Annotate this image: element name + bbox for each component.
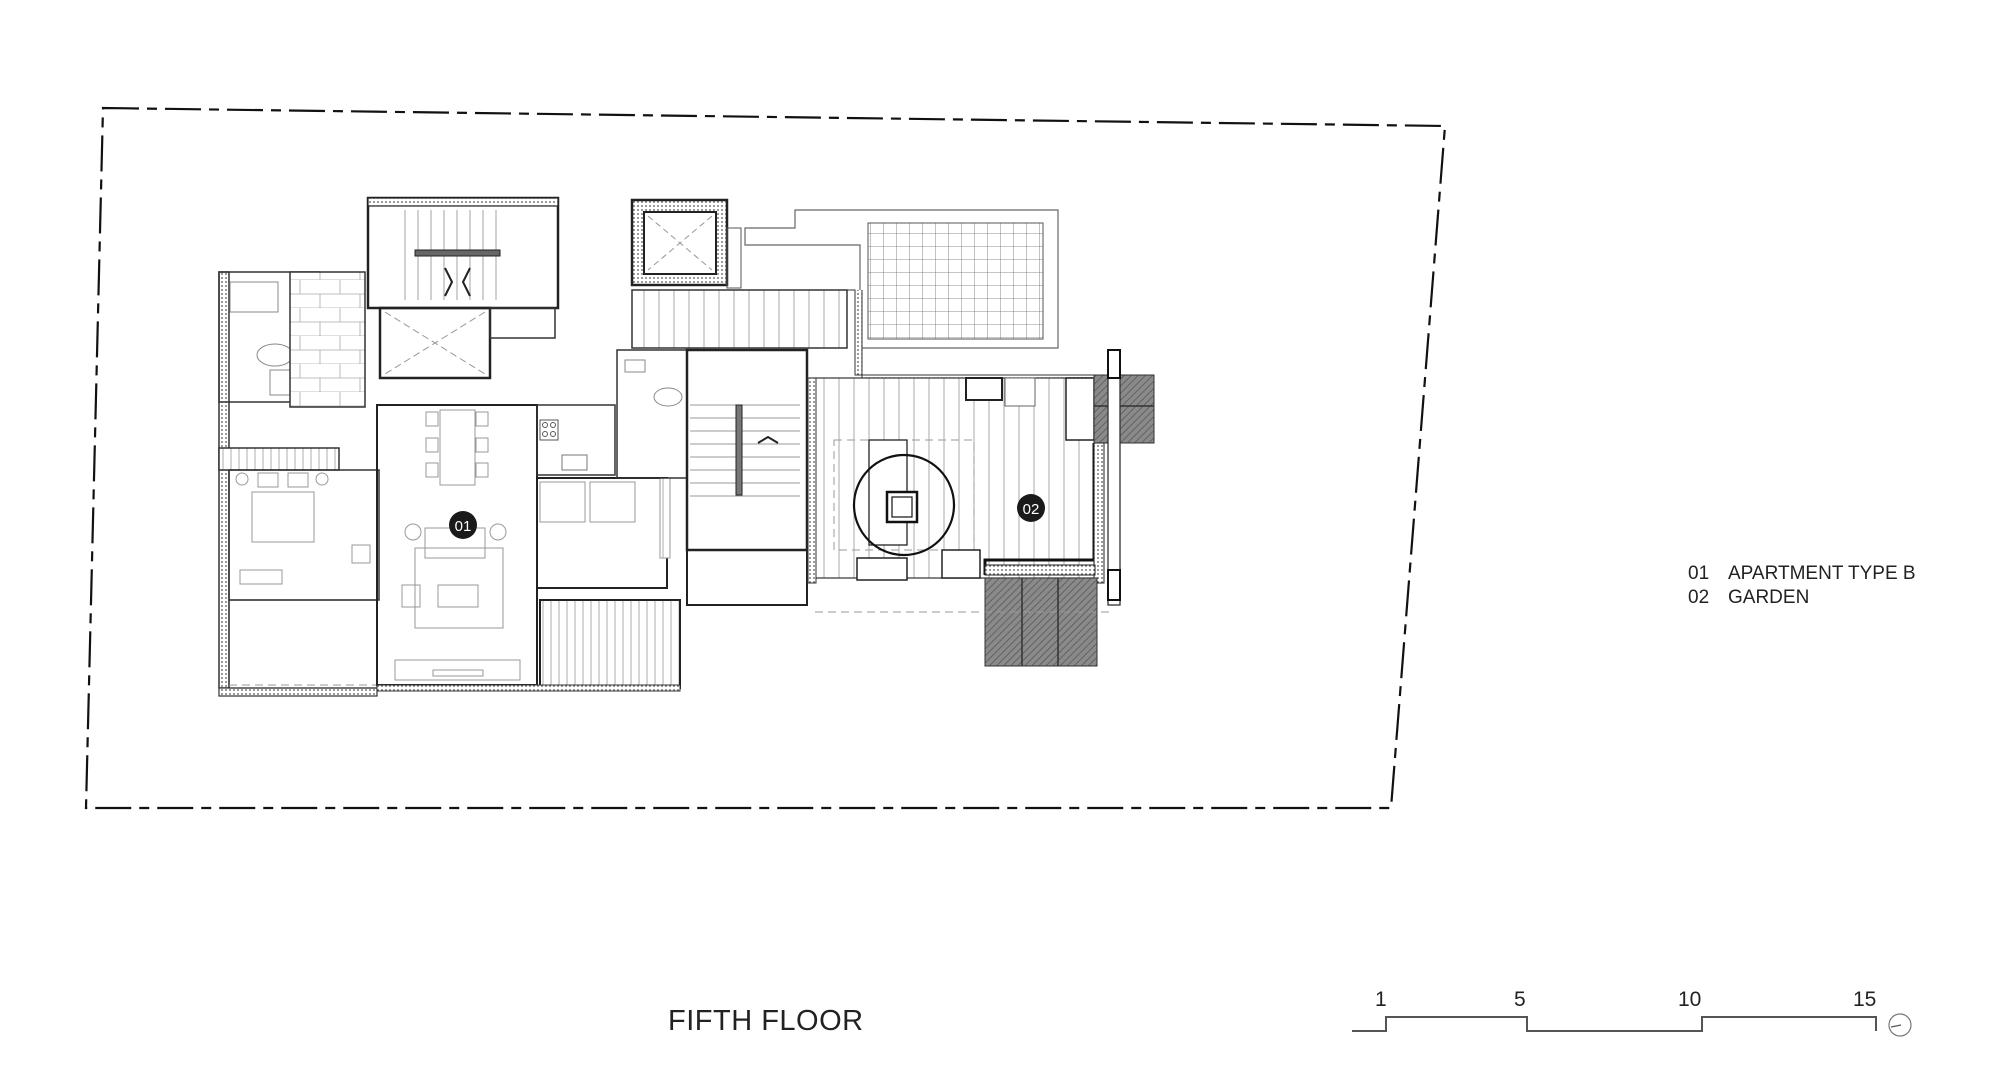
legend-number: 01 [1688, 563, 1710, 584]
svg-text:02: 02 [1023, 501, 1040, 518]
legend: 01 APARTMENT TYPE B 02 GARDEN [1688, 562, 1916, 610]
drawing-title: FIFTH FLOOR [668, 1005, 864, 1037]
legend-label: APARTMENT TYPE B [1728, 563, 1916, 584]
scale-tick-5: 5 [1514, 988, 1526, 1011]
room-tag-02: 02 [1017, 494, 1045, 522]
room-tag-01: 01 [449, 511, 477, 539]
legend-item-01: 01 APARTMENT TYPE B [1688, 562, 1916, 586]
legend-item-02: 02 GARDEN [1688, 586, 1916, 610]
site-boundary [84, 106, 1447, 810]
garden [744, 209, 1155, 667]
svg-text:01: 01 [455, 518, 472, 535]
legend-number: 02 [1688, 587, 1710, 608]
legend-label: GARDEN [1728, 587, 1810, 608]
scale-tick-10: 10 [1678, 988, 1702, 1011]
scale-tick-15: 15 [1853, 988, 1877, 1011]
scale-tick-1: 1 [1375, 988, 1387, 1011]
apartment-type-b [218, 196, 848, 697]
scale-bar [1352, 1013, 1912, 1037]
